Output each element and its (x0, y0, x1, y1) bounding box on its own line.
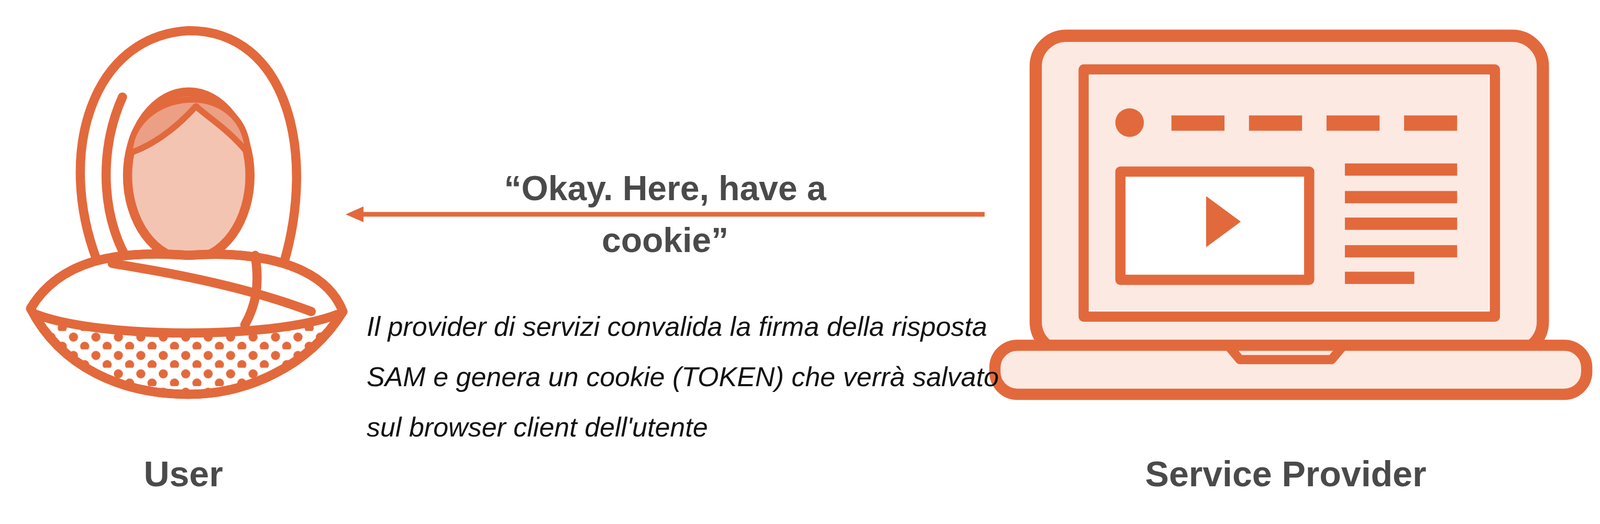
arrow-head (345, 206, 364, 223)
actor-node: User (20, 20, 346, 503)
message-arrow (361, 212, 985, 217)
message-label: “Okay. Here, have a cookie” (439, 162, 891, 267)
actor-name: Service Provider (1145, 452, 1427, 496)
actor-name: User (143, 452, 223, 496)
user-icon (30, 30, 343, 394)
actor-node: Service Provider (984, 20, 1587, 503)
laptop-icon (995, 35, 1587, 394)
handwritten-note: Il provider di servizi convalida la firm… (366, 301, 1032, 452)
